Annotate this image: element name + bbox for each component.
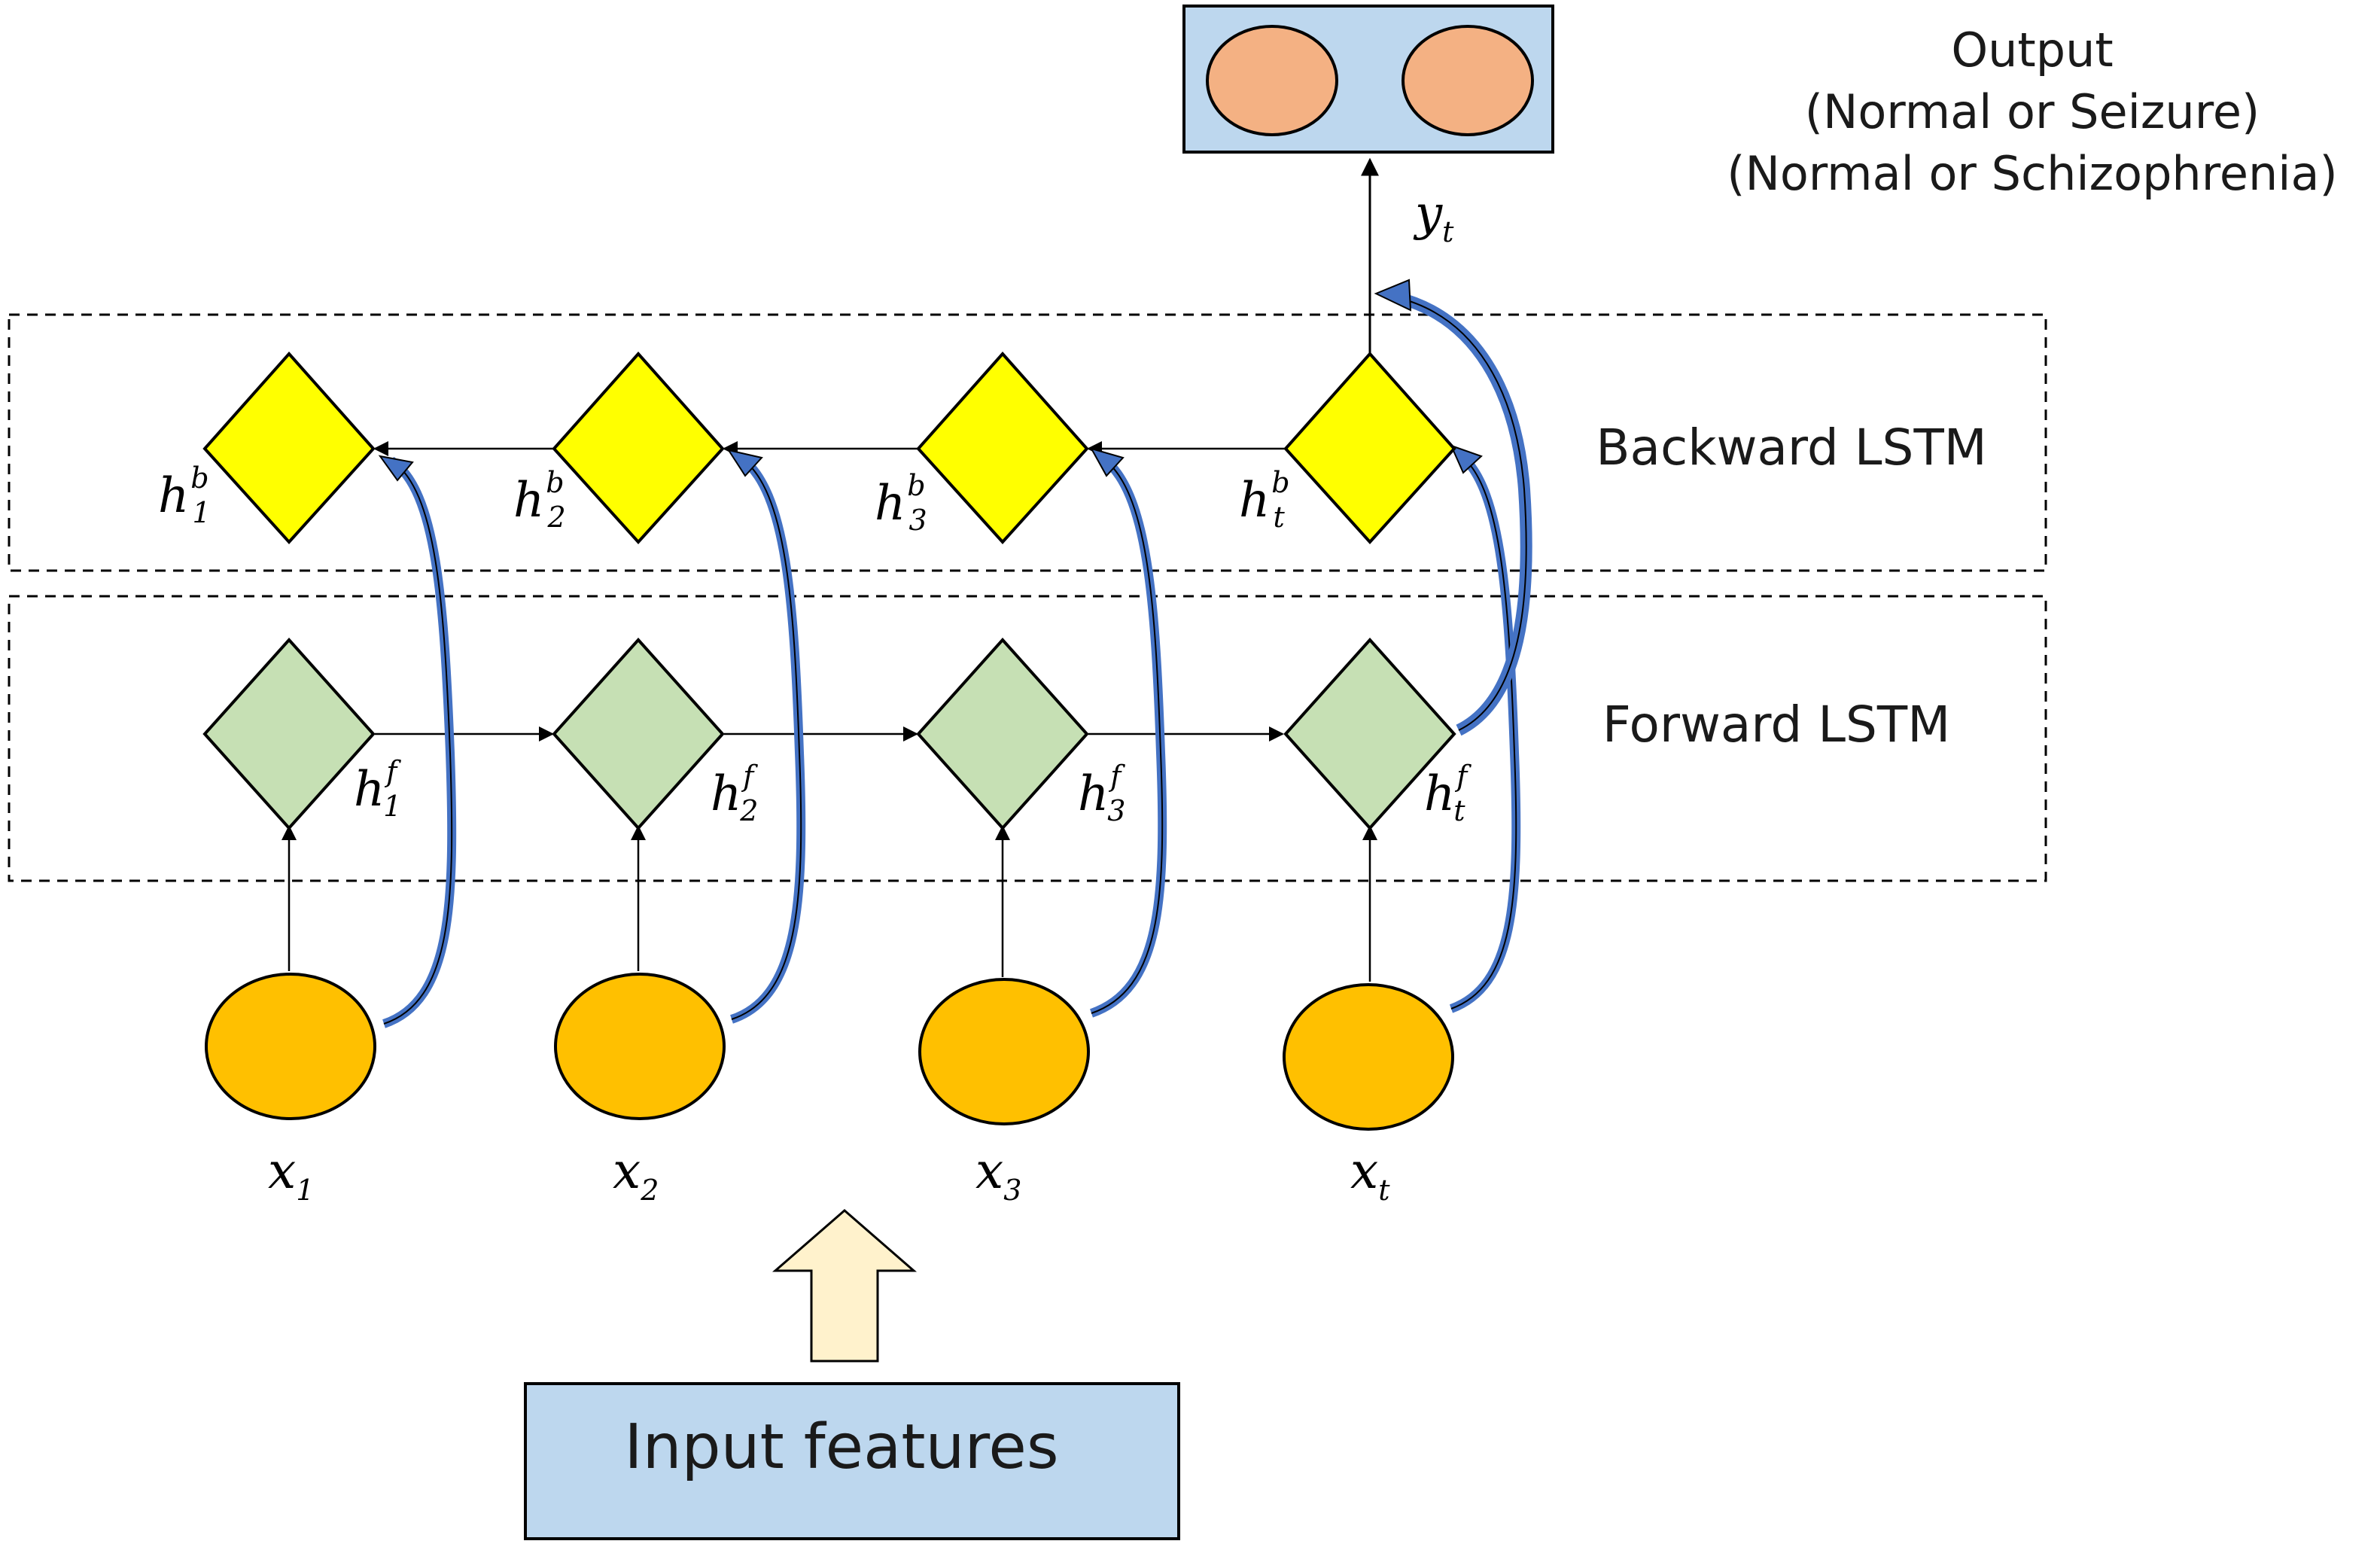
backward-layer-box (8, 313, 2047, 572)
input-label-2: x2 (613, 1142, 659, 1207)
output-line2: (Normal or Schizophrenia) (1727, 146, 2337, 201)
backward-node-2 (552, 351, 725, 544)
output-node-1 (1206, 25, 1338, 136)
input-node-1 (205, 973, 376, 1120)
forward-node-t (1283, 638, 1456, 830)
forward-node-2 (552, 638, 725, 830)
output-title: Output (1951, 23, 2113, 78)
output-symbol: yt (1413, 186, 1454, 248)
curved-input-to-backward-3 (1089, 447, 1167, 1018)
forward-lstm-label: Forward LSTM (1602, 696, 1950, 754)
output-node-2 (1402, 25, 1534, 136)
input-features-arrow (772, 1209, 918, 1363)
forward-node-3 (916, 638, 1089, 830)
input-features-label: Input features (624, 1411, 1058, 1483)
curved-input-to-backward-2 (726, 449, 806, 1024)
input-node-t (1283, 983, 1454, 1131)
input-label-t: xt (1350, 1142, 1390, 1207)
backward-node-t (1283, 351, 1456, 544)
curved-input-to-backward-t (1449, 444, 1521, 1013)
forward-node-1 (202, 638, 376, 830)
curved-forward-to-output (1374, 279, 1532, 736)
backward-lstm-label: Backward LSTM (1596, 419, 1986, 477)
input-label-1: x1 (268, 1142, 314, 1207)
input-label-3: x3 (975, 1142, 1021, 1207)
input-features-box (524, 1382, 1180, 1540)
input-node-2 (554, 973, 726, 1120)
output-line1: (Normal or Seizure) (1805, 84, 2260, 139)
input-node-3 (918, 978, 1090, 1125)
backward-node-1 (202, 351, 376, 544)
backward-node-3 (916, 351, 1089, 544)
curved-input-to-backward-1 (378, 455, 457, 1028)
forward-layer-box (8, 595, 2047, 882)
